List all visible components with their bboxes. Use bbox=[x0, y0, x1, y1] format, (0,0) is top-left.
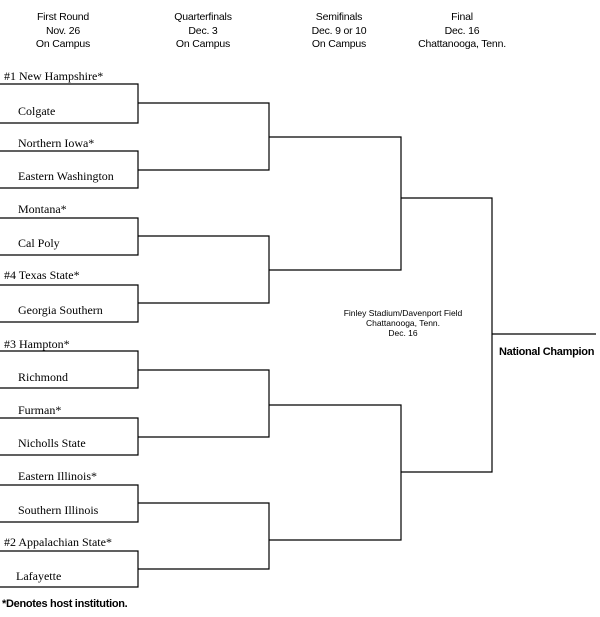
bracket-connector bbox=[138, 369, 270, 438]
header-quarterfinals-line: Dec. 3 bbox=[188, 24, 218, 37]
header-final-line: Dec. 16 bbox=[444, 24, 480, 37]
header-first-round-line: First Round bbox=[36, 11, 90, 23]
team-label: Cal Poly bbox=[18, 236, 60, 250]
team-label: Richmond bbox=[18, 370, 68, 384]
header-quarterfinals-line: Quarterfinals bbox=[174, 11, 232, 23]
header-final-line: Chattanooga, Tenn. bbox=[418, 38, 506, 50]
team-label: #3 Hampton* bbox=[4, 337, 70, 351]
final-venue-line: Finley Stadium/Davenport Field bbox=[343, 308, 463, 318]
final-venue-line: Dec. 16 bbox=[388, 328, 418, 338]
header-semifinals: Semifinals Dec. 9 or 10 On Campus bbox=[284, 11, 394, 52]
bracket-connector bbox=[138, 102, 270, 171]
team-label: #2 Appalachian State* bbox=[4, 535, 112, 549]
team-label: Furman* bbox=[18, 403, 62, 417]
team-label: Lafayette bbox=[16, 569, 62, 583]
header-semifinals-line: Semifinals bbox=[315, 11, 363, 23]
national-champion-label: National Champion bbox=[499, 346, 595, 358]
team-label: Eastern Illinois* bbox=[18, 469, 97, 483]
header-quarterfinals: Quarterfinals Dec. 3 On Campus bbox=[148, 11, 258, 52]
header-final: Final Dec. 16 Chattanooga, Tenn. bbox=[407, 11, 517, 52]
bracket-connector bbox=[401, 197, 493, 473]
header-first-round-line: Nov. 26 bbox=[45, 24, 80, 37]
header-semifinals-line: Dec. 9 or 10 bbox=[311, 24, 367, 37]
bracket-connector bbox=[138, 235, 270, 304]
team-label: Northern Iowa* bbox=[18, 136, 95, 150]
team-label: Colgate bbox=[18, 104, 56, 118]
header-quarterfinals-line: On Campus bbox=[175, 38, 231, 50]
header-final-line: Final bbox=[451, 11, 473, 23]
team-label: #4 Texas State* bbox=[4, 268, 80, 282]
team-label: Southern Illinois bbox=[18, 503, 99, 517]
team-label: Georgia Southern bbox=[18, 303, 103, 317]
team-label: Eastern Washington bbox=[18, 169, 114, 183]
host-footnote: *Denotes host institution. bbox=[2, 598, 128, 610]
header-first-round-line: On Campus bbox=[35, 38, 91, 50]
bracket-connector bbox=[138, 502, 270, 570]
team-label: Nicholls State bbox=[18, 436, 86, 450]
header-first-round: First Round Nov. 26 On Campus bbox=[8, 11, 118, 52]
final-venue-line: Chattanooga, Tenn. bbox=[365, 318, 441, 328]
team-label: #1 New Hampshire* bbox=[4, 69, 104, 83]
final-venue: Finley Stadium/Davenport Field Chattanoo… bbox=[318, 308, 488, 338]
bracket-connector bbox=[269, 136, 402, 271]
bracket-connector bbox=[269, 404, 402, 541]
team-label: Montana* bbox=[18, 202, 67, 216]
header-semifinals-line: On Campus bbox=[311, 38, 367, 50]
